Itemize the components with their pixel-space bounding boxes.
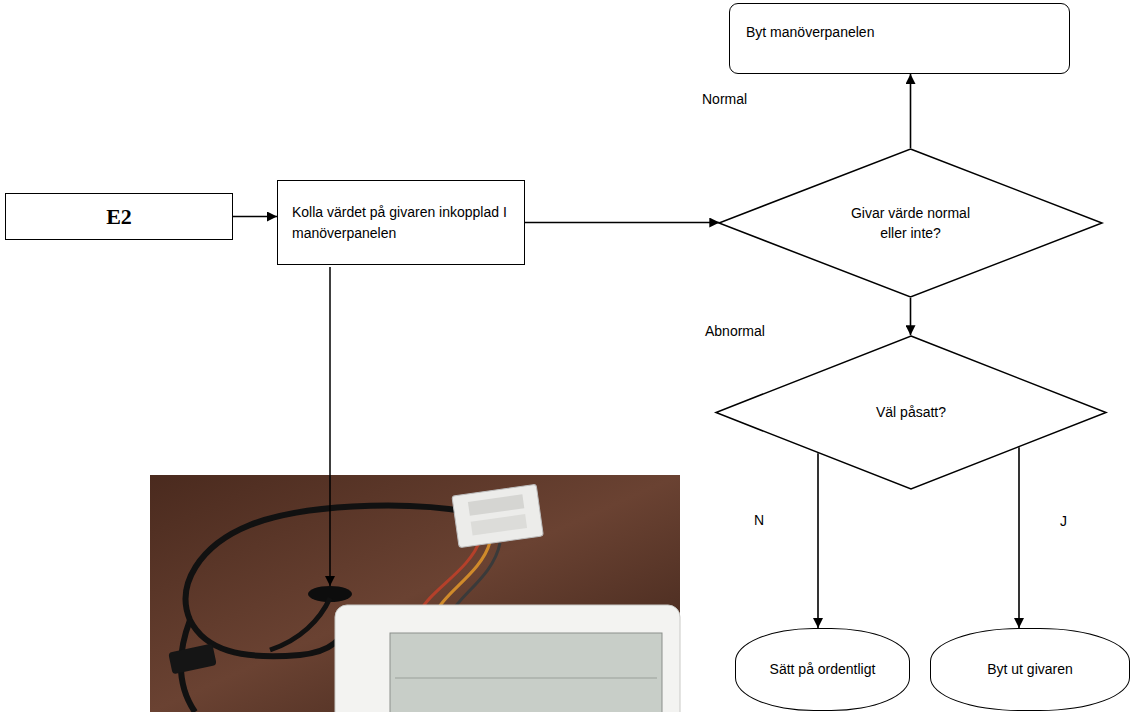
diamond-outline — [718, 148, 1103, 298]
process-box: Kolla värdet på givaren inkopplad I manö… — [277, 180, 525, 265]
decision-diamond: Givar värde normal eller inte? — [718, 148, 1103, 298]
node-text: Byt ut givaren — [987, 659, 1073, 679]
flow-arrow — [910, 298, 912, 335]
node-text: Byt manöverpanelen — [746, 22, 874, 42]
node-text: Sätt på ordentligt — [770, 659, 876, 679]
flow-arrow — [233, 216, 277, 218]
branch-label: Abnormal — [703, 322, 767, 340]
terminal-box: Sätt på ordentligt — [735, 628, 910, 711]
device-photo — [150, 475, 680, 712]
branch-label: N — [752, 511, 766, 529]
node-text: Väl påsatt? — [841, 402, 981, 422]
branch-label: J — [1058, 512, 1069, 530]
error-code-box: E2 — [5, 193, 233, 240]
leader-arrow — [329, 267, 331, 586]
node-text: Kolla värdet på givaren inkopplad I manö… — [292, 202, 510, 243]
terminal-box: Byt ut givaren — [930, 628, 1130, 711]
node-text: E2 — [106, 204, 132, 230]
flow-arrow — [525, 222, 719, 224]
branch-label: Normal — [700, 90, 749, 108]
flow-arrow — [817, 453, 819, 628]
action-box: Byt manöverpanelen — [729, 3, 1070, 74]
node-text: Givar värde normal eller inte? — [849, 203, 973, 244]
decision-diamond: Väl påsatt? — [715, 335, 1107, 490]
flow-arrow — [910, 74, 912, 148]
flow-arrow — [1018, 447, 1020, 628]
